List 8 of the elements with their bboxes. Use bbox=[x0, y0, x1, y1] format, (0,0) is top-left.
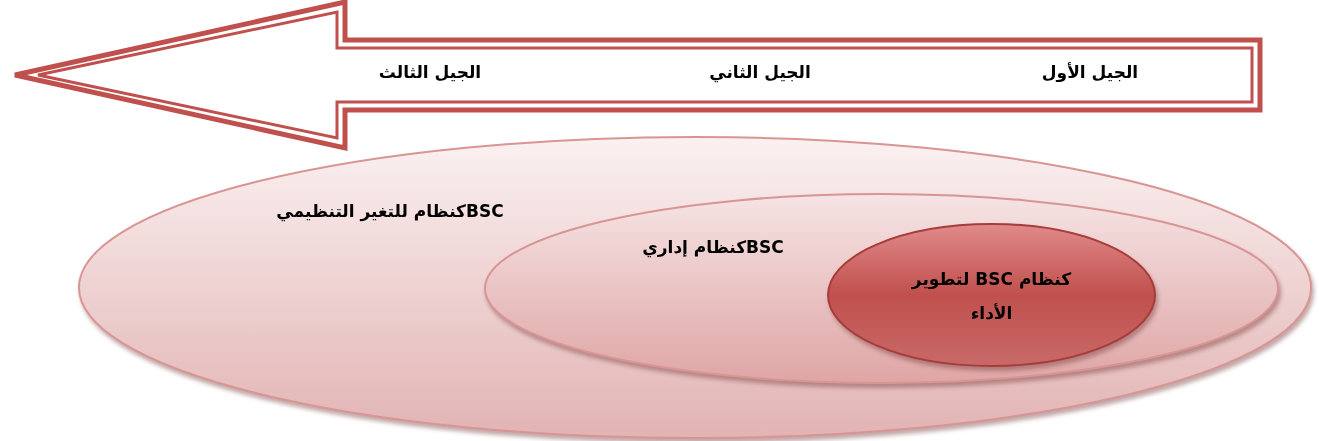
stage-label: الجيل الأول bbox=[1041, 62, 1139, 82]
outer-ellipse bbox=[77, 135, 1313, 440]
inner-ellipse bbox=[826, 222, 1157, 368]
stage-label: الجيل الثالث bbox=[378, 62, 482, 82]
ellipse-label: BSCكنظام إداري bbox=[642, 237, 784, 257]
ellipse-label: BSCكنظام للتغير التنظيمي bbox=[276, 201, 504, 221]
stage-label: الجيل الثاني bbox=[709, 62, 811, 82]
ellipse-label: كنظام BSC لتطوير الأداء bbox=[910, 268, 1073, 325]
